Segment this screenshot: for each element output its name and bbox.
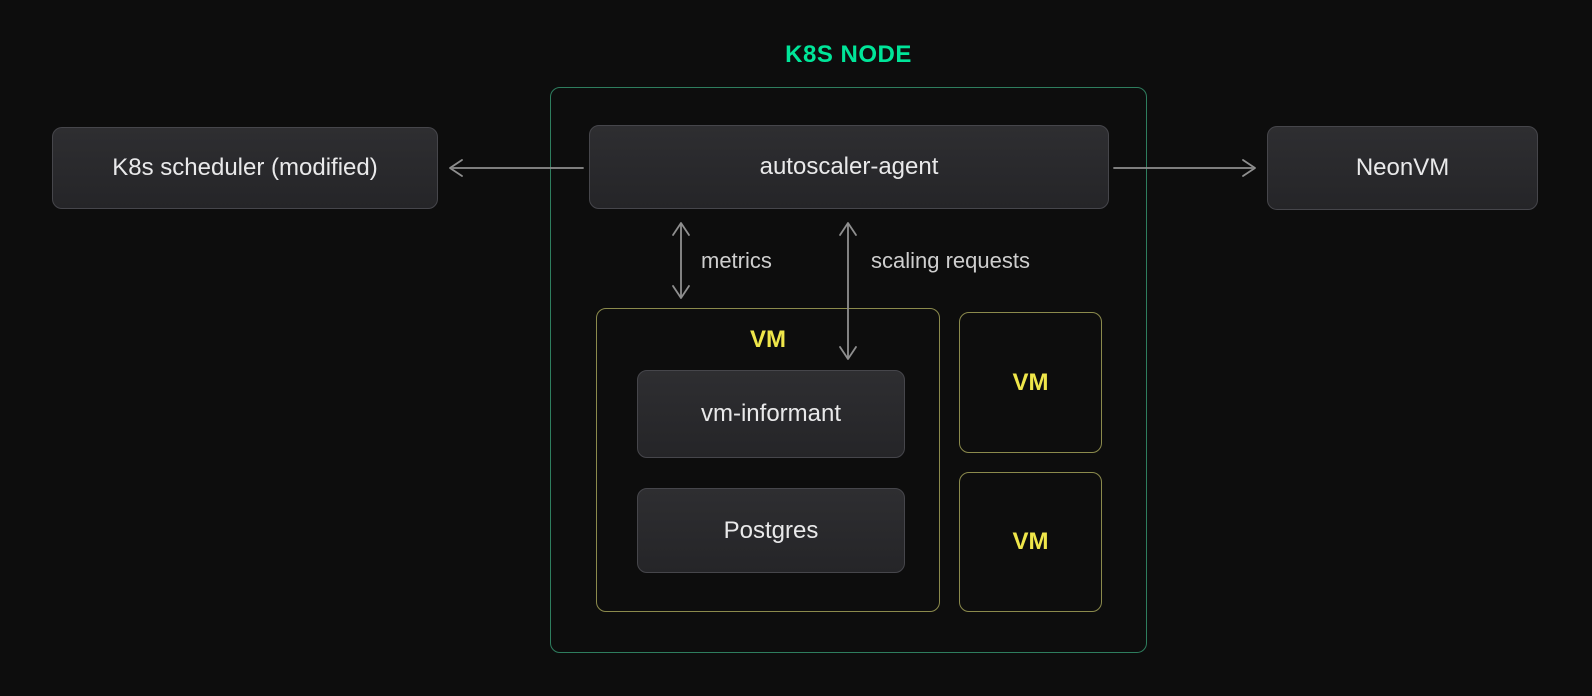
- vm-top-container: VM: [959, 312, 1102, 453]
- vm-bottom-container: VM: [959, 472, 1102, 612]
- vm-bottom-label: VM: [1012, 528, 1049, 555]
- node-autoscaler-agent-label: autoscaler-agent: [759, 153, 939, 180]
- arrow-autoscaler-to-scheduler-head: [449, 159, 463, 177]
- node-k8s-scheduler: K8s scheduler (modified): [52, 127, 438, 209]
- vm-main-label: VM: [750, 326, 786, 353]
- arrow-autoscaler-to-neonvm-head: [1242, 159, 1256, 177]
- vm-main-container: VM: [596, 308, 940, 612]
- node-postgres: Postgres: [637, 488, 905, 573]
- node-vm-informant: vm-informant: [637, 370, 905, 458]
- vm-top-label: VM: [1012, 368, 1049, 396]
- k8s-node-container: [550, 87, 1147, 653]
- edge-label-metrics: metrics: [701, 248, 772, 273]
- node-autoscaler-agent: autoscaler-agent: [589, 125, 1109, 209]
- node-vm-informant-label: vm-informant: [700, 400, 842, 427]
- node-neonvm-label: NeonVM: [1355, 154, 1450, 181]
- edge-label-scaling-requests: scaling requests: [871, 248, 1030, 273]
- k8s-node-title: K8S NODE: [785, 41, 912, 68]
- node-postgres-label: Postgres: [723, 516, 819, 544]
- node-k8s-scheduler-label: K8s scheduler (modified): [112, 154, 378, 181]
- node-neonvm: NeonVM: [1267, 126, 1538, 210]
